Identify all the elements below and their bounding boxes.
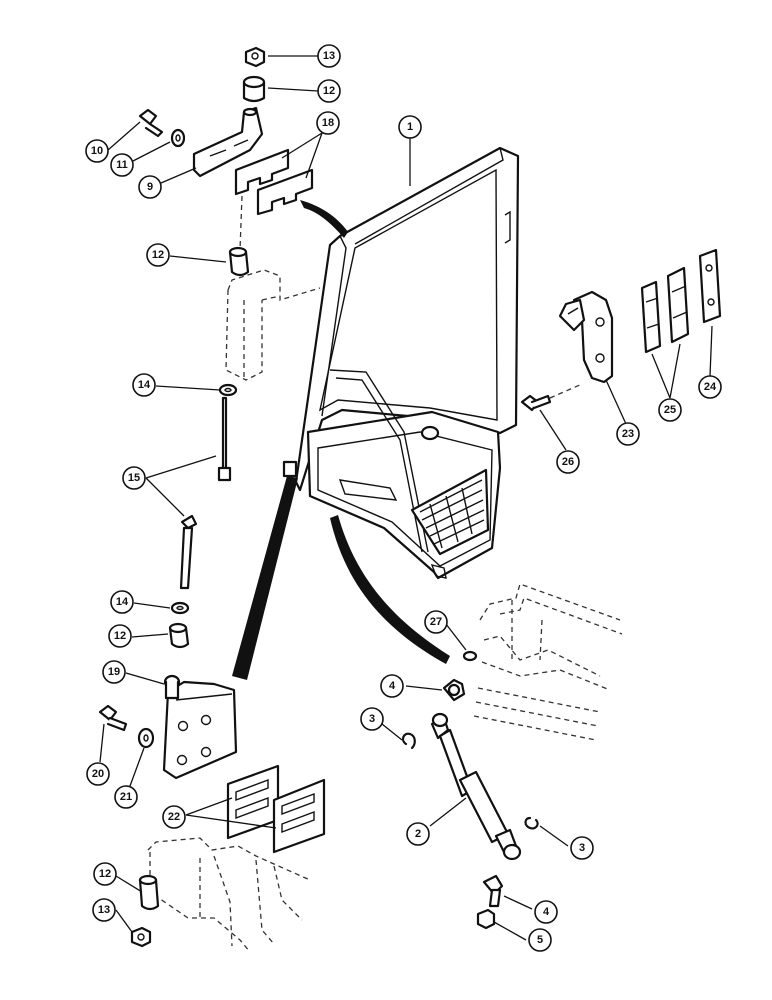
callout-20-label: 20: [92, 768, 104, 780]
latch-bracket-23: [558, 290, 614, 384]
callout-18: 18: [316, 111, 340, 135]
callout-2-label: 2: [415, 828, 421, 840]
callout-14-lower-label: 14: [116, 596, 129, 608]
callout-5-label: 5: [537, 934, 543, 946]
plate-24: [698, 248, 722, 324]
callout-3-lower: 3: [570, 836, 594, 860]
bushing-12-lower: [168, 622, 190, 649]
callout-12-top-label: 12: [323, 85, 335, 97]
bolt-20: [98, 704, 128, 732]
callout-20: 20: [86, 762, 110, 786]
callout-26-label: 26: [562, 456, 574, 468]
callout-13-bottom-label: 13: [98, 904, 110, 916]
pin-15-lower: [179, 514, 198, 590]
washer-21: [137, 727, 155, 749]
callout-3-upper-label: 3: [369, 713, 375, 725]
washer-11: [170, 128, 186, 148]
callout-2: 2: [406, 822, 430, 846]
callout-9: 9: [138, 175, 162, 199]
callout-15-label: 15: [128, 472, 140, 484]
callout-3-lower-label: 3: [579, 842, 585, 854]
bushing-12-bottom: [138, 874, 160, 911]
callout-10-label: 10: [91, 145, 103, 157]
callout-4-lower: 4: [534, 900, 558, 924]
callout-26: 26: [556, 450, 580, 474]
callout-19: 19: [102, 660, 126, 684]
shims-22: [226, 764, 326, 854]
door-frame-part: [282, 146, 520, 580]
bolt-26: [520, 394, 552, 412]
callout-22-label: 22: [168, 811, 180, 823]
cab-structure-hidden-upper: [225, 269, 321, 381]
callout-4-lower-label: 4: [543, 906, 550, 918]
cab-structure-hidden-right: [473, 583, 623, 741]
nut-13-upper: [244, 46, 266, 68]
callout-13-upper: 13: [317, 44, 341, 68]
callout-14-upper: 14: [132, 373, 156, 397]
callout-14-lower: 14: [110, 590, 134, 614]
nut-13-bottom: [130, 926, 152, 948]
washer-14-upper: [218, 383, 238, 397]
ball-stud-4-upper: [442, 678, 466, 702]
callout-4-upper-label: 4: [389, 680, 396, 692]
callout-12-mid-label: 12: [152, 249, 164, 261]
callout-12-bottom: 12: [93, 862, 117, 886]
callout-12-lower: 12: [108, 624, 132, 648]
callout-25-label: 25: [664, 404, 676, 416]
hinge-bracket-19: [162, 674, 238, 780]
callout-21: 21: [114, 785, 138, 809]
plate-25b: [666, 266, 690, 344]
callout-18-label: 18: [322, 117, 334, 129]
hinge-plate-9: [192, 106, 264, 178]
bolt-10: [138, 108, 164, 138]
callout-27-label: 27: [430, 616, 442, 628]
callout-21-label: 21: [120, 791, 132, 803]
callout-1-label: 1: [407, 121, 413, 133]
clip-27: [462, 650, 478, 662]
lower-hinge-connector: [232, 476, 298, 680]
callout-24-label: 24: [704, 381, 717, 393]
callout-24: 24: [698, 375, 722, 399]
upper-hinge-connector: [300, 200, 348, 238]
callout-23: 23: [616, 422, 640, 446]
pin-15-upper: [217, 396, 232, 482]
callout-27: 27: [424, 610, 448, 634]
callout-13-bottom: 13: [92, 898, 116, 922]
callout-10: 10: [85, 139, 109, 163]
bushing-12-top: [242, 75, 266, 103]
callout-11: 11: [110, 153, 134, 177]
callout-23-label: 23: [622, 428, 634, 440]
callout-11-label: 11: [116, 159, 128, 171]
cab-structure-hidden-lower: [147, 837, 311, 953]
washer-14-lower: [170, 601, 190, 615]
callout-5: 5: [528, 928, 552, 952]
callout-22: 22: [162, 805, 186, 829]
callout-14-upper-label: 14: [138, 379, 151, 391]
plate-25a: [640, 280, 662, 354]
callout-15: 15: [122, 466, 146, 490]
callout-12-mid: 12: [146, 243, 170, 267]
callout-1: 1: [398, 115, 422, 139]
ball-stud-4-lower: [482, 874, 504, 908]
ring-3-upper: [401, 732, 416, 750]
callout-13-upper-label: 13: [323, 50, 335, 62]
callout-12-lower-label: 12: [114, 630, 126, 642]
strut-connector: [330, 515, 450, 664]
callout-19-label: 19: [108, 666, 120, 678]
callout-3-upper: 3: [360, 707, 384, 731]
nut-5: [476, 908, 496, 930]
gas-strut-2: [430, 712, 522, 861]
ring-3-lower: [524, 816, 539, 830]
callout-4-upper: 4: [380, 674, 404, 698]
callout-25: 25: [658, 398, 682, 422]
callout-12-top: 12: [317, 79, 341, 103]
bushing-12-mid: [228, 246, 250, 277]
callout-12-bottom-label: 12: [99, 868, 111, 880]
callout-9-label: 9: [147, 181, 153, 193]
leader-lines: [99, 55, 713, 941]
shims-18: [234, 148, 314, 216]
